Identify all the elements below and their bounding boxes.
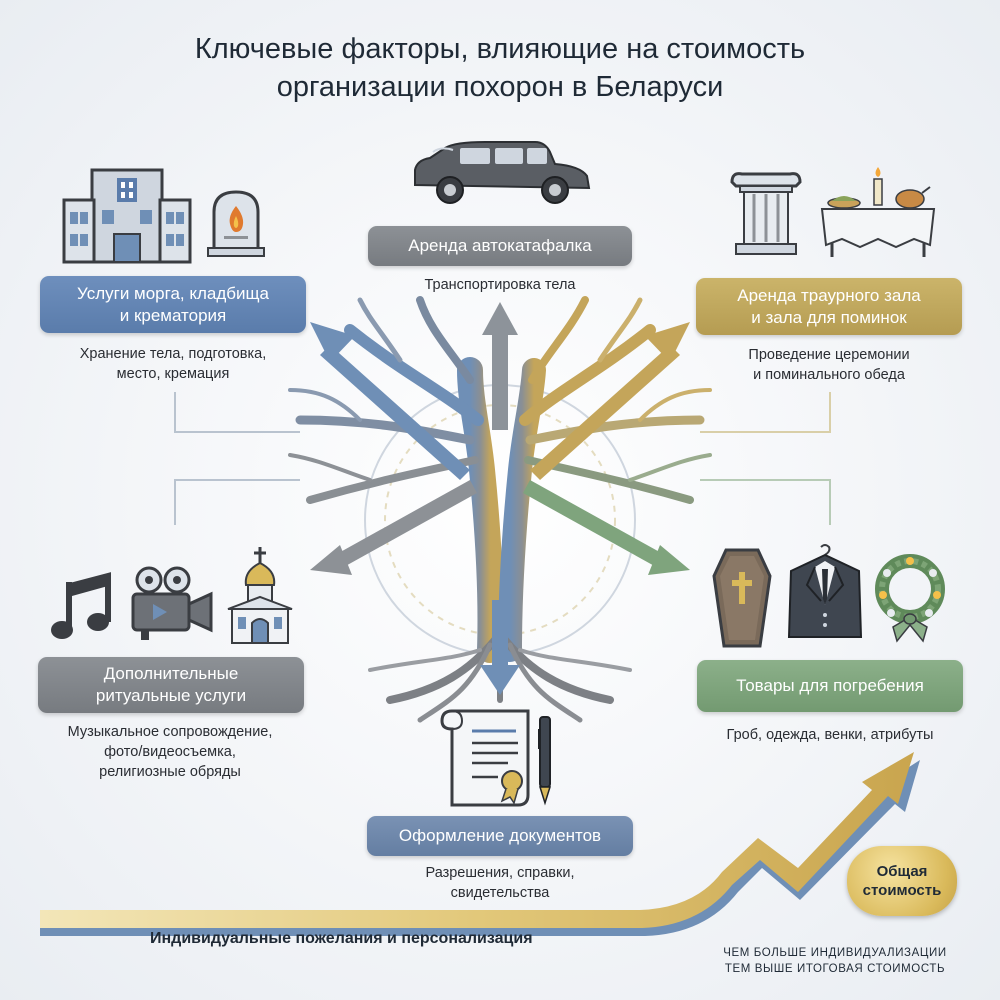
morgue-label-line-1: Услуги морга, кладбища <box>77 283 269 303</box>
documents-desc-line-2: свидетельства <box>450 885 550 901</box>
note-line-1: Чем больше индивидуализации <box>723 947 947 959</box>
arrow-up-left <box>310 322 470 480</box>
total-cost-text: Общая стоимость <box>863 862 942 900</box>
column-icon <box>730 172 802 255</box>
arrow-down <box>480 600 520 695</box>
ritual-label: Дополнительные ритуальные услуги <box>38 657 304 713</box>
total-cost-badge: Общая стоимость <box>847 846 957 916</box>
title-line-1: Ключевые факторы, влияющие на стоимость <box>194 33 806 65</box>
ritual-desc-line-1: Музыкальное сопровождение, <box>67 724 273 740</box>
connector-right-top <box>700 392 831 433</box>
morgue-label-line-2: и крематория <box>119 305 227 325</box>
hall-desc-line-2: и поминального обеда <box>753 367 905 383</box>
ritual-label-text: Дополнительные ритуальные услуги <box>96 663 246 707</box>
arrow-down-right <box>523 480 690 575</box>
title-line-2: организации похорон в Беларуси <box>276 71 724 103</box>
suit-icon <box>787 544 863 638</box>
goods-desc-text: Гроб, одежда, венки, атрибуты <box>726 727 934 743</box>
personalization-banner-label: Индивидуальные пожелания и персонализаци… <box>150 930 533 947</box>
goods-label: Товары для погребения <box>697 660 963 712</box>
tombstone-flame-icon <box>207 190 265 257</box>
goods-desc: Гроб, одежда, венки, атрибуты <box>690 725 970 745</box>
documents-label-text: Оформление документов <box>398 826 602 845</box>
documents-desc-line-1: Разрешения, справки, <box>425 865 575 881</box>
page-title: Ключевые факторы, влияющие на стоимость … <box>0 30 1000 106</box>
morgue-desc: Хранение тела, подготовка, место, кремац… <box>40 344 306 384</box>
hall-label-text: Аренда траурного зала и зала для поминок <box>737 285 920 329</box>
hearse-icon <box>414 141 591 204</box>
wreath-icon <box>875 554 945 643</box>
morgue-label: Услуги морга, кладбища и крематория <box>40 276 306 333</box>
ritual-desc-line-3: религиозные обряды <box>99 764 241 780</box>
arrow-up-right <box>530 322 690 480</box>
documents-desc: Разрешения, справки, свидетельства <box>367 863 633 903</box>
memorial-table-icon <box>820 167 936 257</box>
morgue-desc-line-1: Хранение тела, подготовка, <box>79 346 267 362</box>
arrow-down-left <box>310 480 477 575</box>
note-line-2: тем выше итоговая стоимость <box>724 963 946 975</box>
ritual-desc-line-2: фото/видеосъемка, <box>104 744 236 760</box>
morgue-desc-line-2: место, кремация <box>116 366 230 382</box>
personalization-note: Чем больше индивидуализации тем выше ито… <box>700 945 970 977</box>
church-icon <box>227 547 293 644</box>
connector-left-mid <box>174 479 300 525</box>
arrow-up <box>482 302 518 430</box>
ritual-desc: Музыкальное сопровождение, фото/видеосъе… <box>30 722 310 782</box>
connector-right-mid <box>700 479 831 525</box>
coffin-icon <box>712 548 772 648</box>
morgue-label-text: Услуги морга, кладбища и крематория <box>77 283 269 327</box>
ritual-label-line-2: ритуальные услуги <box>95 686 247 705</box>
hearse-label-text: Аренда автокатафалка <box>408 236 592 255</box>
hall-label-line-1: Аренда траурного зала <box>737 285 921 305</box>
hospital-icon <box>62 168 192 264</box>
hall-label: Аренда траурного зала и зала для поминок <box>696 278 962 335</box>
hearse-desc-text: Транспортировка тела <box>424 277 576 293</box>
ritual-label-line-1: Дополнительные <box>103 664 239 683</box>
total-cost-line-2: стоимость <box>862 882 942 899</box>
document-icon <box>440 709 552 807</box>
music-note-icon <box>51 572 111 639</box>
connector-left-top <box>174 392 300 433</box>
total-cost-line-1: Общая <box>876 863 928 880</box>
hearse-label: Аренда автокатафалка <box>368 226 632 266</box>
hall-desc-line-1: Проведение церемонии <box>748 347 910 363</box>
hall-label-line-2: и зала для поминок <box>751 307 907 327</box>
hall-desc: Проведение церемонии и поминального обед… <box>696 345 962 385</box>
goods-label-text: Товары для погребения <box>736 676 924 695</box>
video-camera-icon <box>131 566 213 640</box>
hearse-desc: Транспортировка тела <box>368 275 632 295</box>
documents-label: Оформление документов <box>367 816 633 856</box>
